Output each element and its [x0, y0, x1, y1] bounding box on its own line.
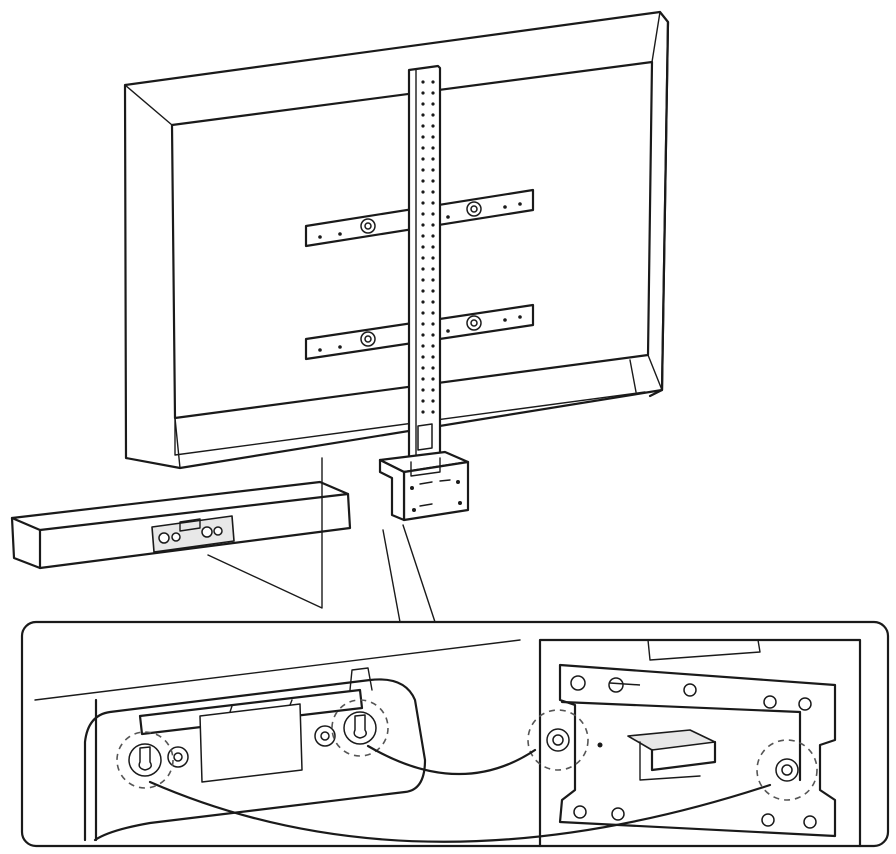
bracket-hole — [421, 300, 425, 304]
bracket-hole — [431, 377, 435, 381]
bracket-hole — [421, 344, 425, 348]
inset-keyhole-left — [138, 746, 152, 771]
bracket-hole — [421, 179, 425, 183]
bracket-hole — [431, 399, 435, 403]
bracket-hole — [421, 278, 425, 282]
tv-side-edge — [648, 10, 670, 398]
bracket-hole — [421, 190, 425, 194]
bracket-foot-side — [378, 458, 406, 522]
bracket-hole — [421, 102, 425, 106]
tv-panel — [123, 10, 670, 470]
bracket-hole — [431, 113, 435, 117]
bracket-hole — [421, 157, 425, 161]
bracket-hole — [421, 399, 425, 403]
detail-inset — [20, 620, 890, 848]
bracket-hole — [421, 124, 425, 128]
bracket-hole — [421, 410, 425, 414]
bracket-hole — [421, 135, 425, 139]
bracket-hole — [421, 168, 425, 172]
tv-corner — [629, 359, 637, 393]
bracket-column — [407, 64, 442, 468]
bracket-hole — [431, 311, 435, 315]
inset-keyhole-right — [353, 714, 367, 739]
soundbar — [10, 480, 352, 570]
inset-dashed-stud-right — [756, 739, 818, 801]
tv-bevel-lines — [124, 11, 663, 469]
inset-soundbar-back — [83, 678, 427, 842]
bracket-hole — [431, 366, 435, 370]
soundbar-mount-recess — [151, 515, 235, 553]
bracket-hole — [431, 410, 435, 414]
bracket-hole — [421, 333, 425, 337]
bracket-hole — [421, 311, 425, 315]
bracket-hole — [421, 201, 425, 205]
inset-tv-corner — [538, 638, 862, 848]
arc-lower — [148, 780, 772, 843]
bracket-hole — [421, 223, 425, 227]
bracket-hole — [431, 388, 435, 392]
mounting-bracket — [378, 64, 470, 522]
bracket-holes — [421, 80, 435, 414]
bracket-hole — [431, 344, 435, 348]
bracket-hole — [421, 289, 425, 293]
bracket-hole — [431, 289, 435, 293]
bracket-hole — [421, 355, 425, 359]
bracket-hole — [431, 146, 435, 150]
bracket-hole — [421, 256, 425, 260]
bracket-hole — [421, 388, 425, 392]
bracket-hole — [431, 91, 435, 95]
bracket-hole — [421, 212, 425, 216]
leader-bracket — [382, 524, 436, 623]
bracket-hole — [421, 113, 425, 117]
bracket-hole — [431, 102, 435, 106]
bracket-hole — [421, 146, 425, 150]
bracket-hole — [431, 300, 435, 304]
inset-dashed-stud-left — [527, 709, 589, 771]
bracket-hole — [431, 190, 435, 194]
bracket-hole — [421, 91, 425, 95]
bracket-hole — [421, 80, 425, 84]
bracket-hole — [431, 212, 435, 216]
inset-bracket-plate — [558, 663, 837, 838]
bracket-hole — [421, 267, 425, 271]
inset-dashed-right — [331, 699, 389, 757]
bracket-hole — [431, 201, 435, 205]
inset-recess-block — [199, 703, 303, 783]
bracket-hole — [421, 322, 425, 326]
leader-soundbar — [207, 457, 323, 609]
bracket-hole — [431, 355, 435, 359]
bracket-hole — [431, 223, 435, 227]
bracket-hole — [431, 157, 435, 161]
bracket-hole — [431, 256, 435, 260]
bracket-hole — [431, 245, 435, 249]
bracket-hole — [431, 278, 435, 282]
bracket-hole — [421, 245, 425, 249]
bracket-hole — [431, 322, 435, 326]
bracket-hole — [421, 234, 425, 238]
arc-upper — [366, 744, 537, 776]
bracket-slot — [417, 423, 433, 451]
bracket-hole — [431, 168, 435, 172]
bracket-hole — [431, 80, 435, 84]
bracket-hole — [421, 377, 425, 381]
bracket-hole — [431, 267, 435, 271]
bracket-hole — [431, 179, 435, 183]
bracket-hole — [421, 366, 425, 370]
bracket-hole — [431, 333, 435, 337]
bracket-hole — [431, 124, 435, 128]
inset-dashed-left — [116, 731, 174, 789]
bracket-hole — [431, 234, 435, 238]
bracket-hole — [431, 135, 435, 139]
